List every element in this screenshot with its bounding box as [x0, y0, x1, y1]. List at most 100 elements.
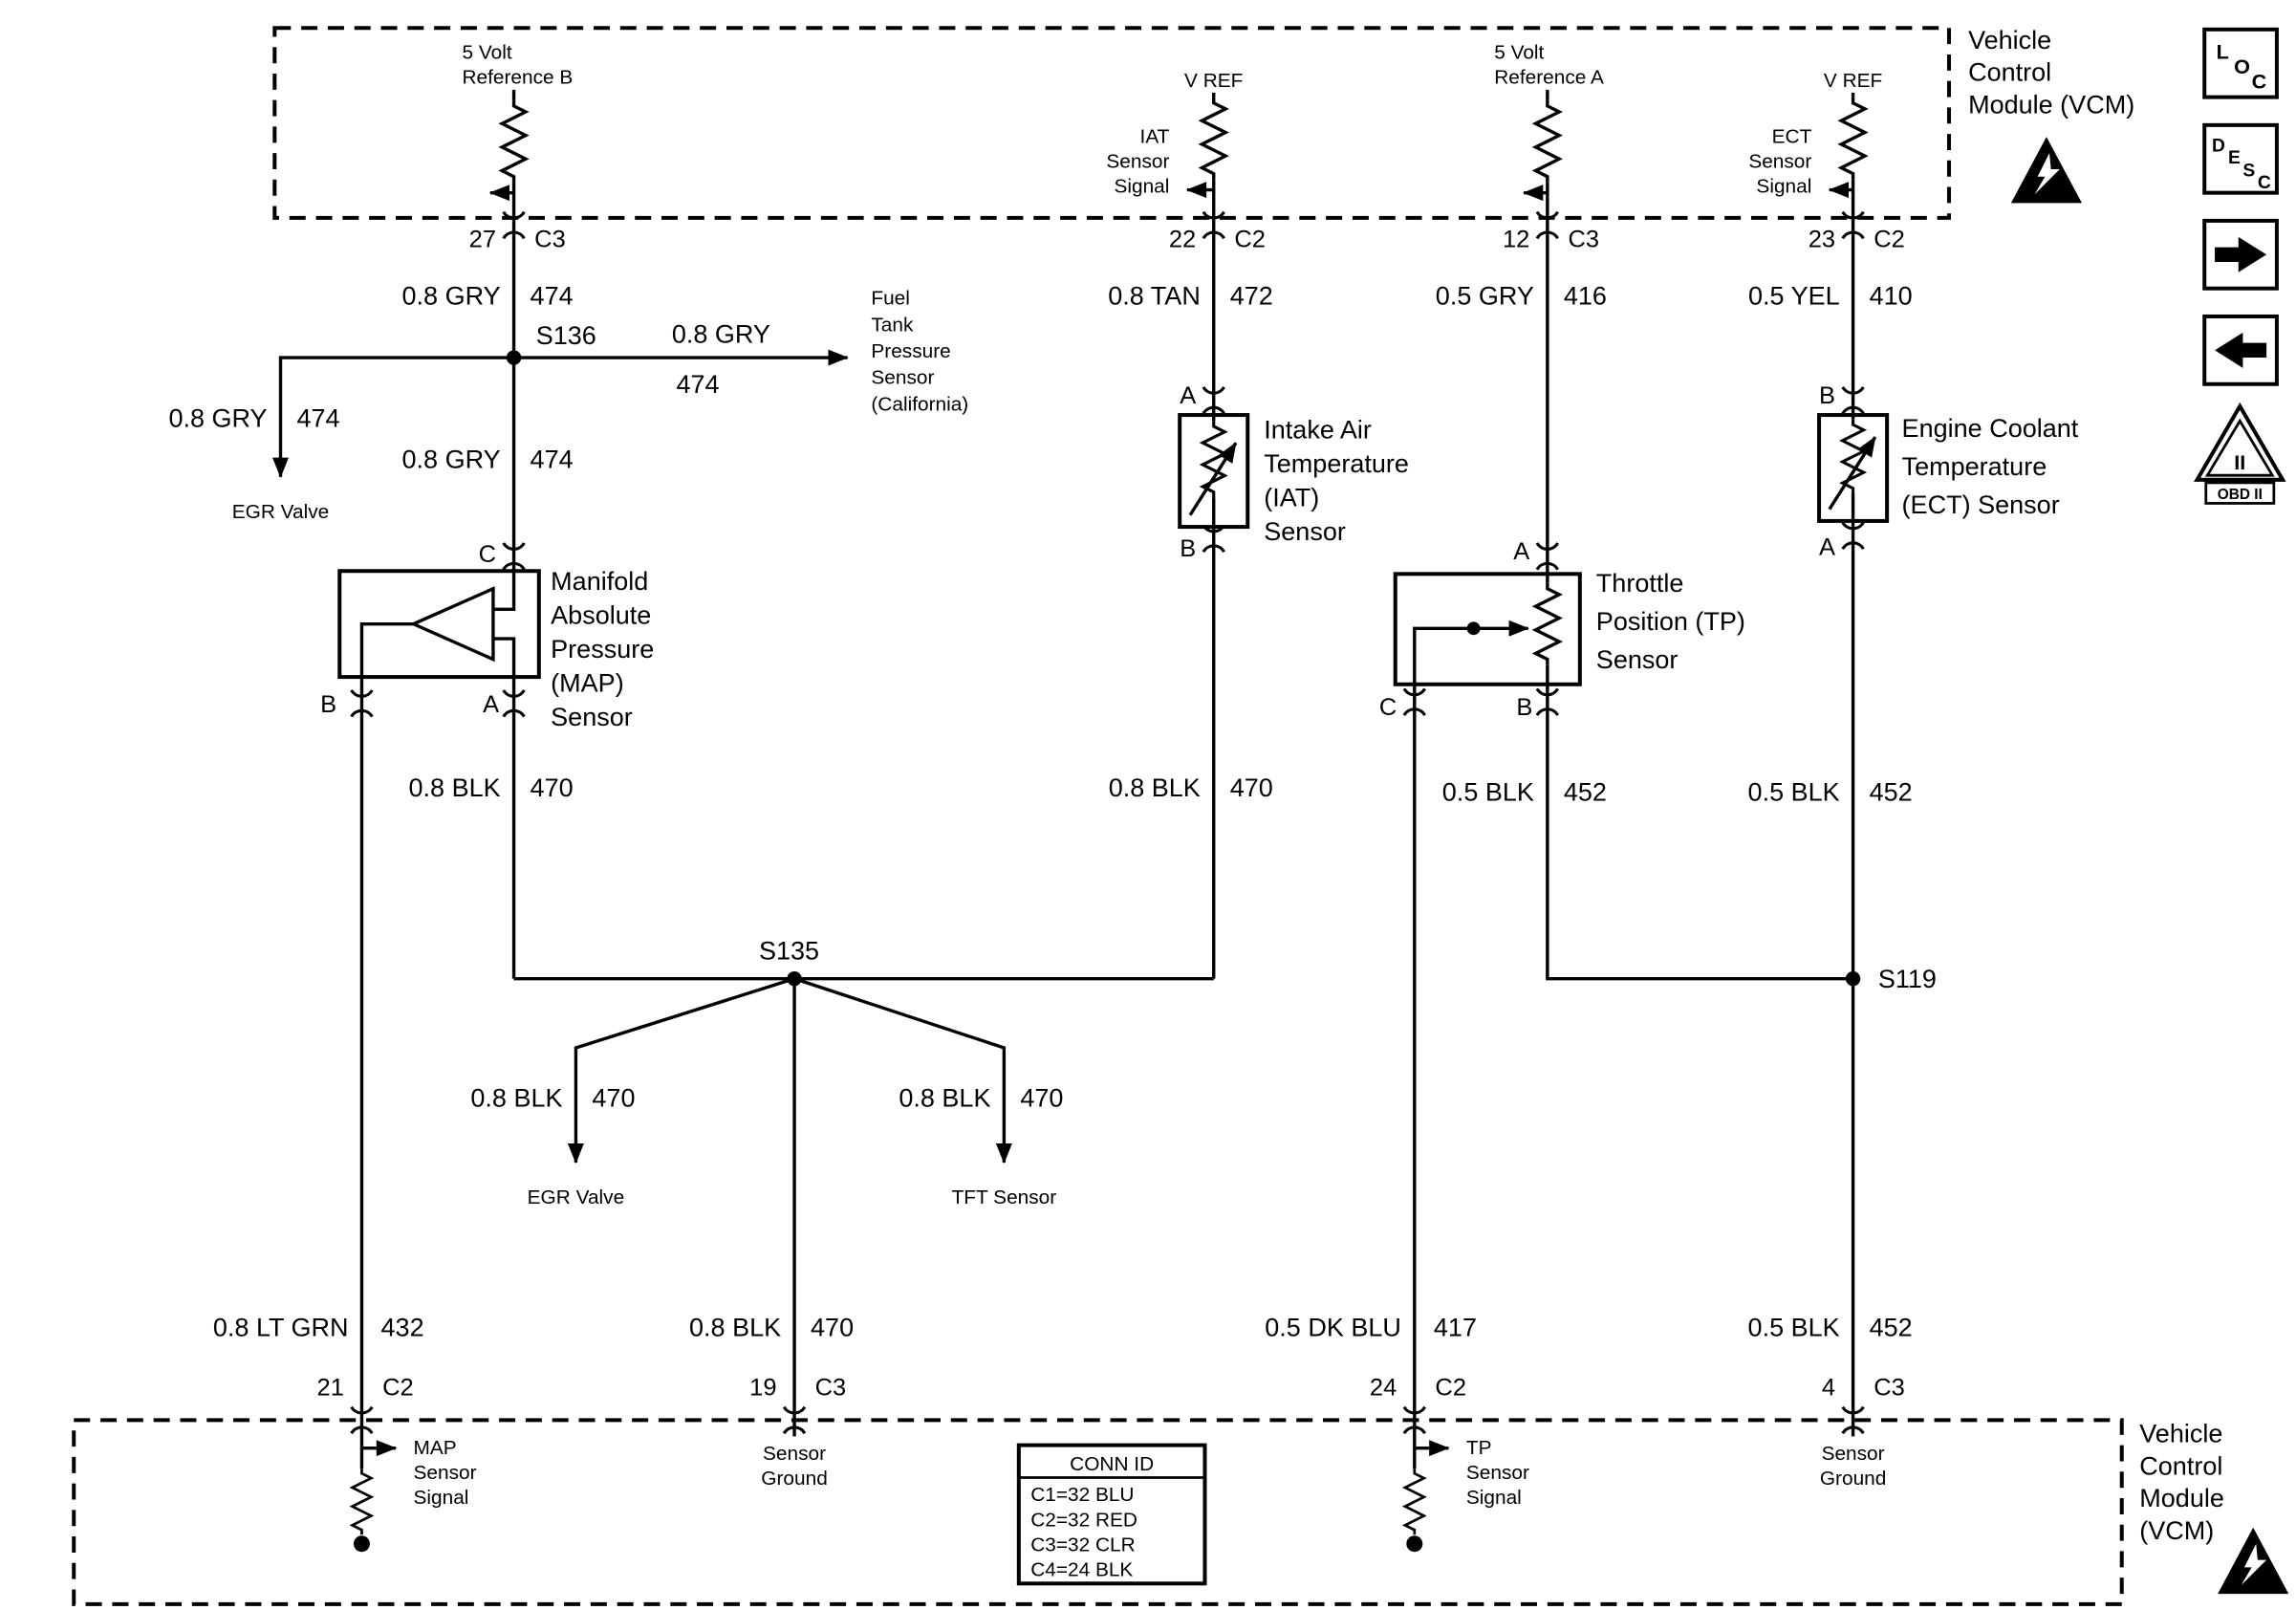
fuel-tank-label-line: (California)	[871, 393, 968, 415]
connector-id: C2	[1435, 1374, 1466, 1401]
loc-letter: L	[2217, 40, 2229, 64]
fuel-tank-label-line: Fuel	[871, 288, 910, 310]
egr-valve-label: EGR Valve	[528, 1186, 625, 1208]
ect-signal-label-line: Sensor	[1748, 151, 1811, 173]
ground-dot	[1406, 1535, 1423, 1553]
ref-b-label-line: 5 Volt	[462, 42, 511, 64]
wire-circuit-label: 470	[811, 1314, 854, 1342]
tp-sensor-box	[1393, 572, 1582, 686]
wire-spec-label: 0.8 LT GRN	[213, 1314, 349, 1342]
desc-button[interactable]: D E S C	[2202, 122, 2279, 195]
tp-signal-label-line: Signal	[1466, 1487, 1522, 1509]
desc-button-frame	[2202, 122, 2279, 195]
thermistor-symbol	[1201, 419, 1226, 499]
obd2-numeral: II	[2234, 450, 2245, 474]
pin-number: 19	[749, 1374, 776, 1401]
connector-id: C2	[382, 1374, 414, 1401]
wire-circuit-label: 474	[296, 403, 339, 432]
sensor-ground-right: Sensor Ground	[1820, 1443, 1886, 1490]
s135-splice-network: S135 0.8 BLK 470 EGR Valve 0.8 BLK 470 T…	[470, 937, 1214, 1437]
terminal-letter: A	[483, 691, 499, 718]
module-title-line: Vehicle	[1968, 26, 2051, 54]
wire-circuit-label: 452	[1564, 777, 1607, 806]
splice-dot-s119	[1845, 970, 1861, 987]
iat-signal-label-line: Signal	[1114, 176, 1169, 198]
vref-label: V REF	[1824, 70, 1882, 92]
resistor-symbol	[1839, 95, 1867, 182]
wire-circuit-label: 470	[592, 1084, 635, 1113]
wire-spec-label: 0.8 BLK	[409, 773, 501, 802]
ref-b-label-line: Reference B	[462, 67, 573, 89]
ect-sensor: B A Engine Coolant Temperature (ECT) Sen…	[1817, 382, 2079, 560]
conn-id-row: C2=32 RED	[1030, 1509, 1137, 1531]
map-ground-wire: 0.8 BLK 470	[409, 677, 574, 979]
tp-signal-label-line: Sensor	[1466, 1462, 1529, 1484]
pin-number: 24	[1370, 1374, 1397, 1401]
map-sensor-box	[337, 569, 541, 680]
back-button-frame	[2202, 314, 2279, 386]
thermistor-arrow	[1828, 436, 1877, 511]
sensor-name-line: Throttle	[1596, 569, 1684, 598]
sensor-name-line: (MAP)	[551, 669, 624, 698]
wire-circuit-label: 470	[531, 773, 574, 802]
sensor-name-line: Manifold	[551, 567, 648, 596]
loc-letter: C	[2252, 69, 2267, 93]
ect-vref-wire-label: 0.5 YEL 410	[1748, 282, 1913, 311]
resistor-symbol	[1533, 98, 1561, 185]
wire-spec-label: 0.5 DK BLU	[1265, 1314, 1401, 1342]
obd2-button[interactable]: II OBD II	[2194, 402, 2286, 505]
iat-vref-wire-label: 0.8 TAN 472	[1108, 282, 1273, 311]
wire-spec-label: 0.5 GRY	[1436, 282, 1534, 311]
sensor-name-line: Pressure	[551, 635, 654, 664]
sensor-name-line: Temperature	[1902, 452, 2047, 481]
back-button[interactable]	[2202, 314, 2279, 386]
vcm-top-title: Vehicle Control Module (VCM)	[1968, 26, 2134, 204]
right-arrow-icon	[2215, 236, 2267, 272]
map-sensor: C B A Manifold Absolute Pressure (MAP) S…	[320, 541, 654, 731]
vcm-bottom-module-box	[72, 1418, 2124, 1606]
desc-letter: C	[2258, 173, 2271, 193]
wire-spec-label: 0.5 YEL	[1748, 282, 1840, 311]
map-internal-wire	[359, 621, 414, 678]
tp-signal-wire: 0.5 DK BLU 417 24 C2	[1265, 684, 1477, 1469]
iat-vref-pullup: V REF IAT Sensor Signal	[1106, 70, 1243, 416]
thermistor-arrow	[1188, 442, 1238, 516]
sensor-name-line: Sensor	[551, 703, 633, 731]
wire-circuit-label: 410	[1870, 282, 1913, 311]
wire-circuit-label: 452	[1870, 777, 1913, 806]
map-signal-label-line: Sensor	[414, 1462, 477, 1484]
sensor-ground-label-line: Ground	[1820, 1468, 1886, 1490]
tp-signal-label-line: TP	[1466, 1437, 1492, 1459]
connector-id: C2	[1234, 227, 1266, 253]
fuel-tank-label-line: Pressure	[871, 340, 950, 362]
wire-circuit-label: 470	[1020, 1084, 1063, 1113]
sensor-ground-label-line: Sensor	[1822, 1443, 1885, 1465]
terminal-letter: B	[320, 691, 336, 718]
module-title-line: Vehicle	[2139, 1420, 2222, 1448]
iat-sensor: A B Intake Air Temperature (IAT) Sensor	[1178, 382, 1409, 562]
obd2-triangle-inner	[2204, 418, 2275, 477]
splice-label: S135	[759, 937, 819, 966]
ground-dot	[353, 1535, 370, 1553]
ref-a-label-line: Reference A	[1494, 67, 1604, 89]
wire-circuit-label: 452	[1870, 1314, 1913, 1342]
wire-spec-label: 0.8 BLK	[689, 1314, 781, 1342]
wire-circuit-label: 474	[531, 446, 574, 474]
terminal-letter: B	[1516, 694, 1532, 721]
ect-ground-wire: 0.5 BLK 452 S119 0.5 BLK 452 4 C3	[1748, 520, 1937, 1437]
sensor-ground-left: Sensor Ground	[761, 1443, 827, 1490]
resistor-symbol	[1200, 95, 1227, 182]
pin-number: 22	[1169, 227, 1196, 253]
obd2-banner	[2204, 481, 2276, 505]
vcm-bottom-title: Vehicle Control Module (VCM)	[2139, 1420, 2289, 1595]
wire-spec-label: 0.8 BLK	[470, 1084, 562, 1113]
vref-label: V REF	[1184, 70, 1243, 92]
loc-button[interactable]: L O C	[2202, 27, 2279, 99]
resistor-symbol	[351, 1467, 373, 1536]
ref-a-pullup: 5 Volt Reference A	[1494, 42, 1604, 575]
wire-spec-label: 0.8 TAN	[1108, 282, 1201, 311]
module-title-line: (VCM)	[2139, 1516, 2214, 1545]
sensor-ground-label-line: Sensor	[763, 1443, 826, 1465]
forward-button[interactable]	[2202, 218, 2279, 291]
ect-signal-label-line: Signal	[1756, 176, 1811, 198]
